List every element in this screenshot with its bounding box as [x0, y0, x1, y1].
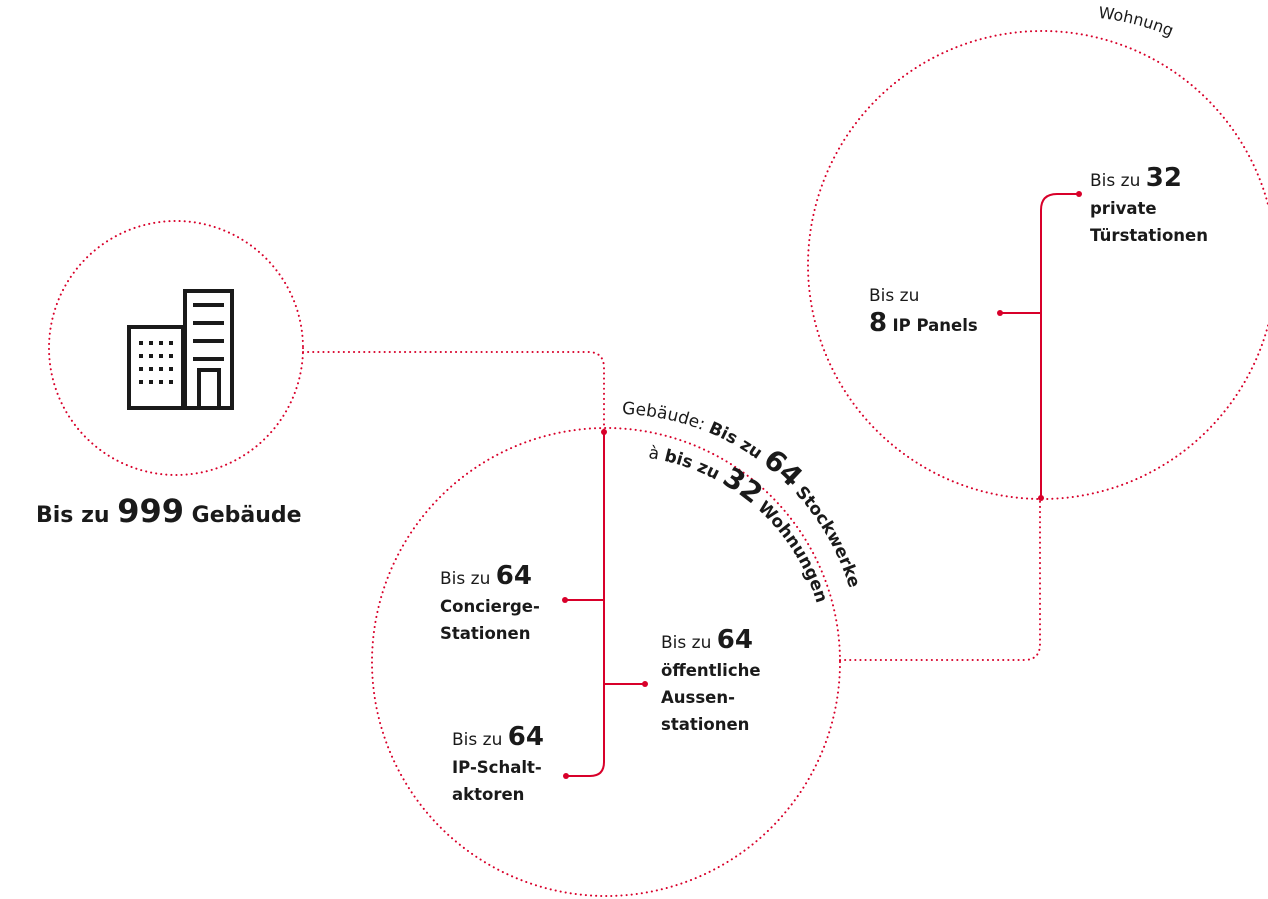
wohnung-trunk [1040, 193, 1079, 498]
concierge-number: 64 [495, 561, 532, 591]
building-circle [48, 220, 304, 476]
building-number: 999 [117, 492, 184, 530]
wohnung-connector [839, 497, 1041, 661]
arc-bold: Bis zu [706, 418, 766, 463]
arc-label: Gebäude: [622, 399, 708, 435]
building-suffix: Gebäude [191, 503, 302, 528]
wohnung-title: Wohnung [1098, 3, 1177, 40]
outdoor-line2: Aussen- [661, 688, 735, 707]
doorstations-label: Bis zu 32 private Türstationen [1090, 165, 1208, 249]
gebaeude-trunk [566, 432, 605, 777]
arc-label: à [647, 443, 661, 464]
building-count-label: Bis zu 999 Gebäude [36, 492, 302, 530]
actors-label: Bis zu 64 IP-Schalt- aktoren [452, 724, 544, 808]
building-connector [302, 351, 605, 433]
arc-bold: bis zu [662, 446, 722, 484]
panels-number: 8 [869, 308, 888, 338]
building-windows [139, 341, 173, 384]
panels-suffix: IP Panels [892, 316, 978, 335]
actors-line1: IP-Schalt- [452, 758, 542, 777]
node-dot [563, 773, 569, 779]
node-dot [642, 681, 648, 687]
node-dot [997, 310, 1003, 316]
outdoor-label: Bis zu 64 öffentliche Aussen- stationen [661, 627, 761, 738]
building-prefix: Bis zu [36, 503, 110, 528]
outdoor-number: 64 [716, 625, 753, 655]
concierge-label: Bis zu 64 Concierge- Stationen [440, 563, 540, 647]
node-dot [1076, 191, 1082, 197]
concierge-line1: Concierge- [440, 597, 540, 616]
outdoor-line3: stationen [661, 715, 750, 734]
actors-prefix: Bis zu [452, 730, 503, 750]
actors-line2: aktoren [452, 785, 525, 804]
node-dot [601, 429, 607, 435]
wohnung-circle [807, 30, 1268, 500]
node-dot [1038, 495, 1044, 501]
outdoor-line1: öffentliche [661, 661, 761, 680]
gebaeude-circle [371, 427, 841, 897]
outdoor-prefix: Bis zu [661, 633, 712, 653]
doorstations-number: 32 [1145, 163, 1182, 193]
node-dot [562, 597, 568, 603]
doorstations-line2: Türstationen [1090, 226, 1208, 245]
doorstations-line1: private [1090, 199, 1157, 218]
concierge-prefix: Bis zu [440, 569, 491, 589]
panels-label: Bis zu 8 IP Panels [869, 283, 978, 340]
doorstations-prefix: Bis zu [1090, 171, 1141, 191]
panels-prefix: Bis zu [869, 286, 920, 306]
actors-number: 64 [507, 722, 544, 752]
building-icon [127, 289, 234, 410]
concierge-line2: Stationen [440, 624, 531, 643]
